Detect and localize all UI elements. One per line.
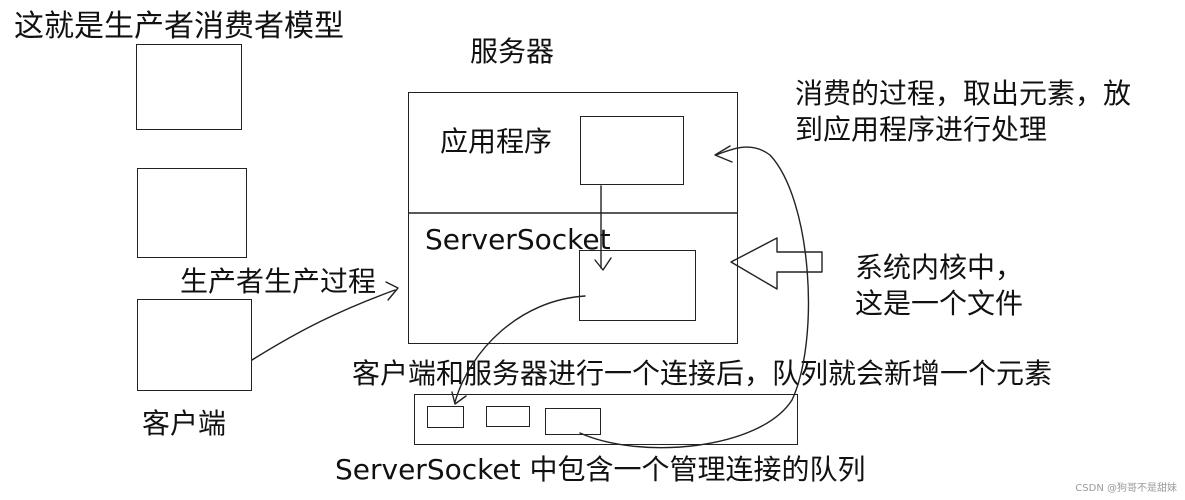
queue-element-3 <box>545 408 601 435</box>
kernel-hollow-arrow <box>730 237 823 290</box>
socket-file-box <box>579 250 696 321</box>
consumer-note-line2: 到应用程序进行处理 <box>795 113 1048 146</box>
socket-to-queue-line <box>454 295 586 403</box>
client-label: 客户端 <box>142 407 227 440</box>
consumer-loop-line <box>579 146 810 449</box>
kernel-note-line1: 系统内核中， <box>855 251 1024 284</box>
producer-arrow-line <box>251 289 396 361</box>
producer-arrowhead <box>385 281 399 301</box>
server-label: 服务器 <box>470 35 555 68</box>
app-box <box>580 116 684 185</box>
producer-label: 生产者生产过程 <box>180 265 377 298</box>
server-socket-label: ServerSocket <box>425 223 611 256</box>
queue-box <box>414 394 798 445</box>
connection-note: 客户端和服务器进行一个连接后，队列就会新增一个元素 <box>352 357 1053 390</box>
server-box <box>408 92 738 344</box>
consumer-note-line1: 消费的过程，取出元素，放 <box>795 77 1132 110</box>
app-to-socket-arrowhead <box>594 257 612 271</box>
consumer-loop-arrowhead <box>714 145 733 163</box>
watermark: CSDN @狗哥不是甜妹 <box>1075 483 1177 494</box>
socket-to-queue-arrowhead <box>451 391 467 405</box>
kernel-note-line2: 这是一个文件 <box>855 287 1024 320</box>
diagram-title: 这就是生产者消费者模型 <box>14 9 344 44</box>
app-label: 应用程序 <box>440 125 553 158</box>
queue-element-2 <box>486 406 530 427</box>
client-box-3 <box>137 299 252 391</box>
queue-element-1 <box>427 406 464 428</box>
client-box-2 <box>137 168 247 258</box>
queue-note: ServerSocket 中包含一个管理连接的队列 <box>335 453 866 486</box>
client-box-1 <box>136 44 242 130</box>
